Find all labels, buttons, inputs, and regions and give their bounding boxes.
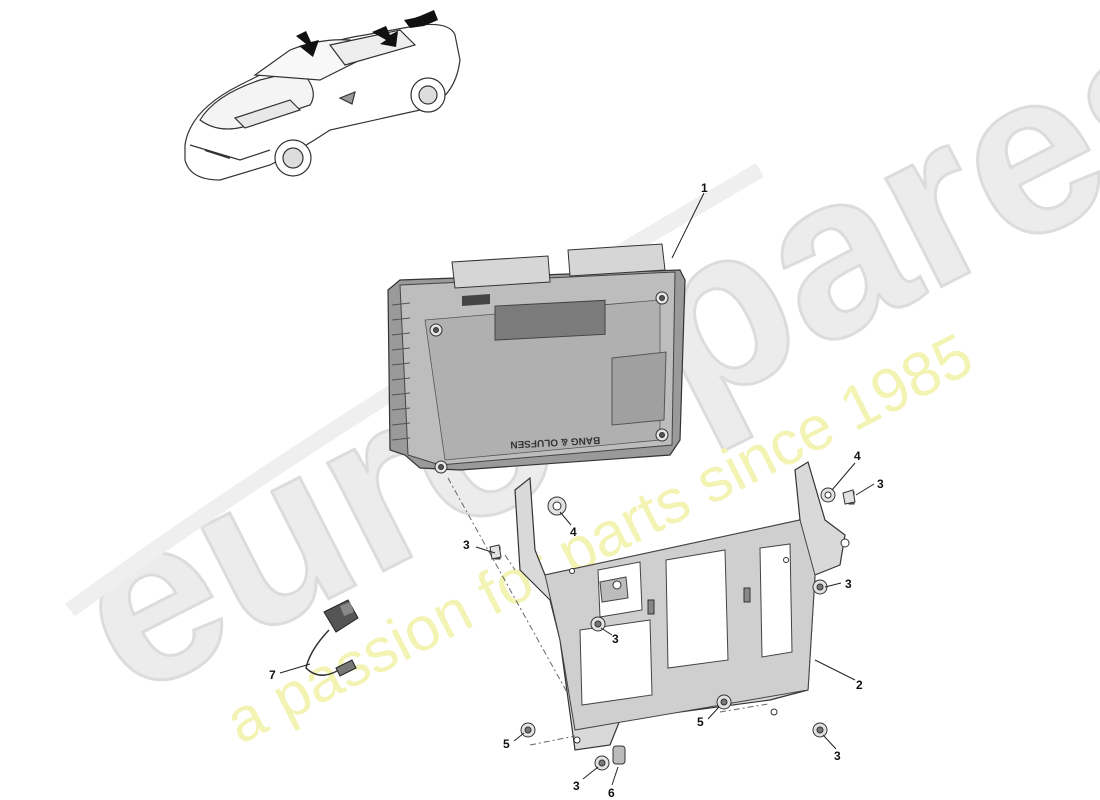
- callout-3-center: 3: [612, 632, 619, 646]
- assembly-guide-lines: [447, 477, 769, 746]
- callout-labels: 1 2 3 3 3 3 3 3 4 4 5 5 6 7: [269, 181, 884, 800]
- callout-7: 7: [269, 668, 276, 682]
- callout-6: 6: [608, 786, 615, 800]
- callout-3-bottom-right: 3: [834, 749, 841, 763]
- washer-nut: [520, 487, 836, 765]
- mounting-bracket: [514, 461, 850, 751]
- callout-4-right: 4: [854, 449, 861, 463]
- callout-4-left: 4: [570, 525, 577, 539]
- wiring-harness-connector: [305, 599, 359, 677]
- locator-arrow: [296, 10, 438, 57]
- callout-3-right: 3: [845, 577, 852, 591]
- callout-5-left: 5: [503, 737, 510, 751]
- car-overview-illustration: [184, 23, 461, 181]
- watermark-swoosh: [65, 163, 765, 617]
- callout-3-left: 3: [463, 538, 470, 552]
- callout-leaders: [279, 192, 875, 786]
- callout-3-bottom: 3: [573, 779, 580, 793]
- callout-3-top-right: 3: [877, 477, 884, 491]
- amplifier-module: BANG & OLUFSEN: [387, 243, 686, 474]
- callout-1: 1: [701, 181, 708, 195]
- fastener-bolt: [489, 489, 856, 771]
- callout-5-right: 5: [697, 715, 704, 729]
- callout-2: 2: [856, 678, 863, 692]
- module-brand-text: BANG & OLUFSEN: [510, 434, 600, 450]
